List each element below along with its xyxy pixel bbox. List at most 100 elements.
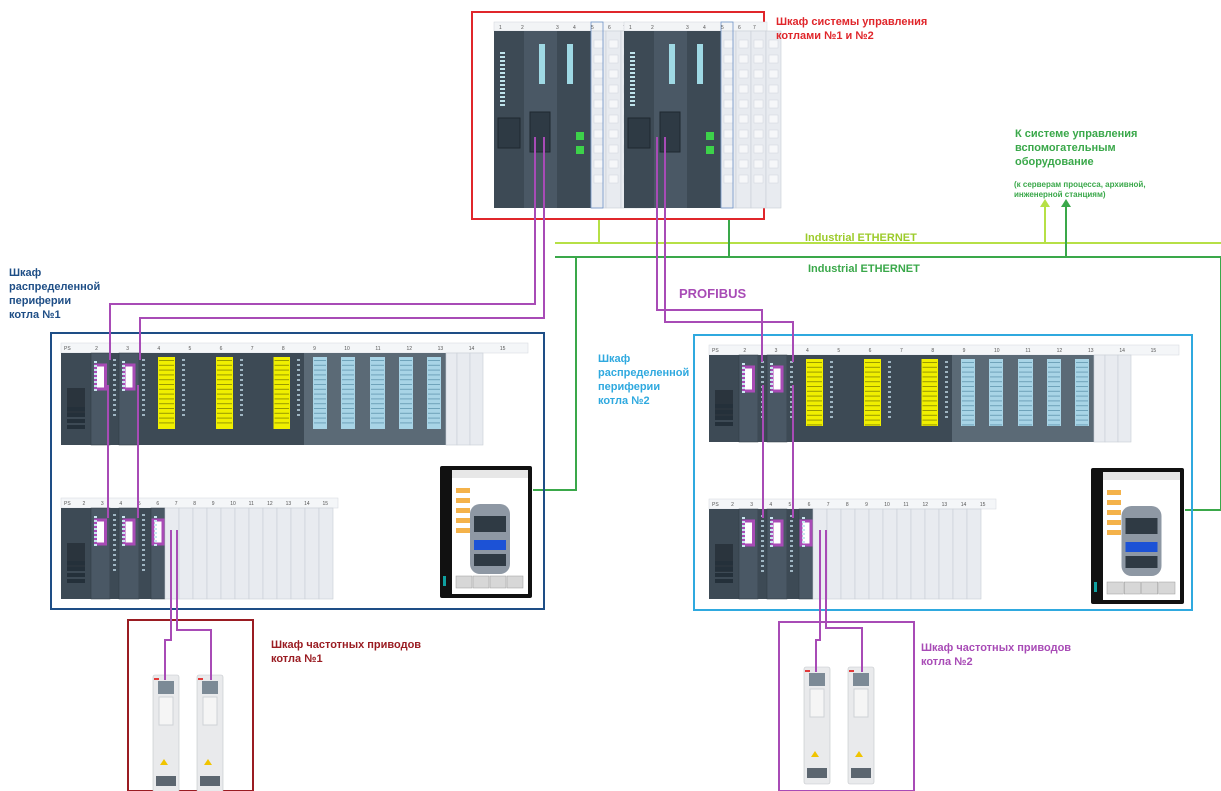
terminal-line [990,371,1002,373]
terminal-line [159,408,174,409]
vent-slot [67,561,85,565]
slot-number: 12 [1057,348,1063,354]
led-indicator [142,389,145,391]
io-terminal-blue [961,359,975,426]
vent-slot [67,579,85,583]
slot-cover [753,54,764,64]
led-indicator [113,359,116,361]
led-indicator [830,366,833,368]
alarm-indicator [1107,530,1121,535]
terminal-line [159,422,174,424]
ethernet-port-icon [576,146,584,154]
slot-number: 7 [175,501,178,507]
terminal-line [1076,390,1088,392]
slot-number: PS [712,348,719,354]
led-indicator [790,520,793,522]
led-indicator [761,376,764,378]
led-indicator [142,394,145,396]
led-indicator [830,361,833,363]
boiler-section [1125,518,1158,534]
terminal-line [1019,376,1032,378]
terminal-line [1076,400,1088,402]
terminal-line [922,410,937,411]
slot-number: 11 [903,502,908,508]
vent-slot [715,567,733,571]
terminal-line [1076,386,1088,387]
led-indicator [790,376,793,378]
terminal-line [1048,386,1060,387]
led-indicator [182,414,185,416]
terminal-line [314,417,326,419]
terminal-line [314,384,326,385]
slot-cover [723,54,734,64]
terminal-line [1048,390,1060,392]
led-indicator [630,72,635,74]
terminal-line [342,369,354,371]
led-indicator [113,379,116,381]
terminal-line [865,371,880,373]
terminal-line [807,366,822,368]
profibus-connector [799,519,813,547]
terminal-line [314,374,326,376]
boiler-level [1125,542,1158,552]
terminal-line [314,403,326,405]
led-indicator [297,394,300,396]
led-indicator [790,366,793,368]
slot-cover [723,39,734,49]
terminal-line [314,412,326,414]
slot-number: 2 [95,346,98,352]
led-indicator [888,361,891,363]
led-indicator [790,535,793,537]
terminal-line [159,412,174,414]
led-indicator [945,381,948,383]
led-indicator [122,536,125,538]
slot-cover [593,129,604,139]
slot-cover [753,69,764,79]
led-indicator [500,84,505,86]
slot-cover [593,144,604,154]
alarm-indicator [1107,490,1121,495]
slot-number: 4 [806,348,809,354]
led-indicator [770,391,773,393]
cp-module [557,31,591,208]
terminal-line [922,395,937,397]
terminal-line [428,412,440,414]
hmi-button [1141,581,1158,595]
terminal-line [1048,424,1060,426]
terminal-line [400,374,412,376]
slot-number: 9 [865,502,868,508]
led-indicator [122,516,125,518]
drives-1-frame [127,619,254,791]
terminal-line [865,424,880,426]
slot-number: 3 [750,502,753,508]
slot-number: 15 [500,346,506,352]
terminal-line [962,390,974,392]
slot-cover [723,99,734,109]
led-indicator [770,371,773,373]
io-module [110,508,119,599]
hmi1-eth-link [533,257,577,491]
slot-number: 9 [313,346,316,352]
slot-cover [768,69,779,79]
drive-keypad [853,688,869,718]
drive-display [202,681,218,694]
terminal-line [962,386,974,387]
led-indicator [182,399,185,401]
terminal-line [159,388,174,390]
led-indicator [630,60,635,62]
slot-cover [753,114,764,124]
led-indicator [761,520,764,522]
led-indicator [945,386,948,388]
led-indicator [630,88,635,90]
alarm-indicator [1107,500,1121,505]
terminal-line [274,388,289,390]
empty-slot [910,508,926,600]
led-indicator [122,369,125,371]
slot-number: 5 [789,502,792,508]
led-indicator [742,387,745,389]
slot-number: 14 [469,346,475,352]
drive-keypad [809,688,825,718]
led-indicator [888,366,891,368]
terminal-line [1019,405,1032,407]
